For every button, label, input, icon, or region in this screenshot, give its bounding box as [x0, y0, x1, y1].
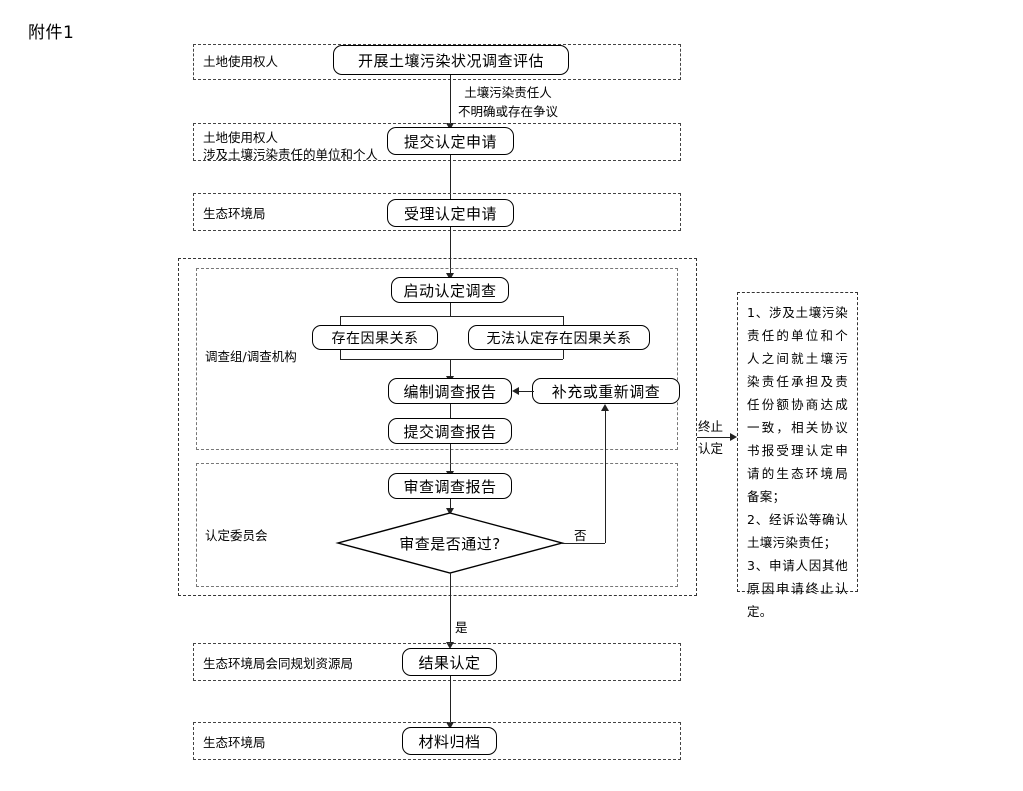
- connector-submit-to-accept: [450, 155, 451, 201]
- group-investigation-and-committee: [178, 258, 697, 596]
- lane-landuser-2: [193, 123, 681, 161]
- connector-start-split-stem: [450, 303, 451, 316]
- edge-label-no: 否: [574, 528, 587, 543]
- arrowhead-result-to-archive: [445, 722, 454, 729]
- lane-eco-bureau-2-label: 生态环境局: [203, 735, 266, 750]
- lane-eco-bureau-1: [193, 193, 681, 231]
- document-title: 附件1: [28, 23, 75, 43]
- connector-compile-to-submit: [450, 404, 451, 421]
- node-survey-assessment[interactable]: 开展土壤污染状况调查评估: [333, 45, 569, 75]
- connector-terminate: [697, 437, 733, 438]
- node-causal-undetermined[interactable]: 无法认定存在因果关系: [468, 325, 650, 350]
- note-item-3: 3、申请人因其他原因申请终止认定。: [747, 558, 848, 619]
- connector-branch-merge-bar: [340, 359, 563, 360]
- note-box: 1、涉及土壤污染责任的单位和个人之间就土壤污染责任承担及责任份额协商达成一致，相…: [737, 292, 858, 619]
- arrowhead-no-branch-to-supplement: [600, 404, 609, 411]
- connector-merge-to-compile: [450, 359, 451, 378]
- lane-investigation-label: 调查组/调查机构: [205, 349, 297, 364]
- lane-investigation: [196, 268, 678, 450]
- note-item-1: 1、涉及土壤污染责任的单位和个人之间就土壤污染责任承担及责任份额协商达成一致，相…: [747, 305, 848, 504]
- arrowhead-yes-to-result: [445, 642, 454, 649]
- arrowhead-terminate: [730, 432, 737, 441]
- connector-accept-to-start: [450, 227, 451, 275]
- lane-committee: [196, 463, 678, 587]
- node-decision-review-passed[interactable]: 审查是否通过?: [335, 512, 565, 574]
- lane-landuser-1: [193, 44, 681, 80]
- node-supplement-reinvestigate[interactable]: 补充或重新调查: [532, 378, 680, 404]
- node-causal-exists[interactable]: 存在因果关系: [312, 325, 438, 350]
- edge-label-responsible-party-unclear: 土壤污染责任人 不明确或存在争议: [458, 85, 559, 119]
- node-archive-materials[interactable]: 材料归档: [402, 727, 497, 755]
- connector-yes-branch: [450, 573, 451, 644]
- lane-eco-planning: [193, 643, 681, 681]
- edge-label-terminate-line1: 终止: [698, 419, 724, 434]
- arrowhead-review-to-decision: [445, 508, 454, 515]
- connector-no-branch-horizontal: [562, 543, 605, 544]
- arrowhead-supplement-to-compile: [512, 386, 519, 395]
- connector-start-split-bar: [340, 316, 563, 317]
- node-submit-application[interactable]: 提交认定申请: [387, 127, 514, 155]
- lane-landuser-1-label: 土地使用权人: [203, 54, 279, 69]
- lane-eco-planning-label: 生态环境局会同规划资源局: [203, 656, 354, 671]
- lane-committee-label: 认定委员会: [205, 528, 268, 543]
- connector-result-to-archive: [450, 676, 451, 724]
- edge-label-terminate-line2: 认定: [698, 441, 724, 456]
- lane-eco-bureau-2: [193, 722, 681, 760]
- note-item-2: 2、经诉讼等确认土壤污染责任；: [747, 512, 848, 550]
- node-compile-report[interactable]: 编制调查报告: [388, 378, 512, 404]
- node-accept-application[interactable]: 受理认定申请: [387, 199, 514, 227]
- edge-label-yes: 是: [455, 620, 468, 635]
- node-review-report[interactable]: 审查调查报告: [388, 473, 512, 499]
- lane-eco-bureau-1-label: 生态环境局: [203, 206, 266, 221]
- node-submit-report[interactable]: 提交调查报告: [388, 418, 512, 444]
- arrowhead-accept-to-start: [445, 273, 454, 280]
- node-result-determination[interactable]: 结果认定: [402, 648, 497, 676]
- lane-landuser-2-label: 土地使用权人 涉及土壤污染责任的单位和个人: [203, 130, 379, 162]
- connector-submit-to-review: [450, 444, 451, 474]
- connector-supplement-to-compile: [518, 391, 534, 392]
- connector-no-branch-vertical: [605, 410, 606, 543]
- node-start-investigation[interactable]: 启动认定调查: [391, 277, 509, 303]
- arrowhead-survey-to-submit: [445, 123, 454, 130]
- connector-review-to-decision: [450, 499, 451, 512]
- connector-survey-to-submit: [450, 75, 451, 125]
